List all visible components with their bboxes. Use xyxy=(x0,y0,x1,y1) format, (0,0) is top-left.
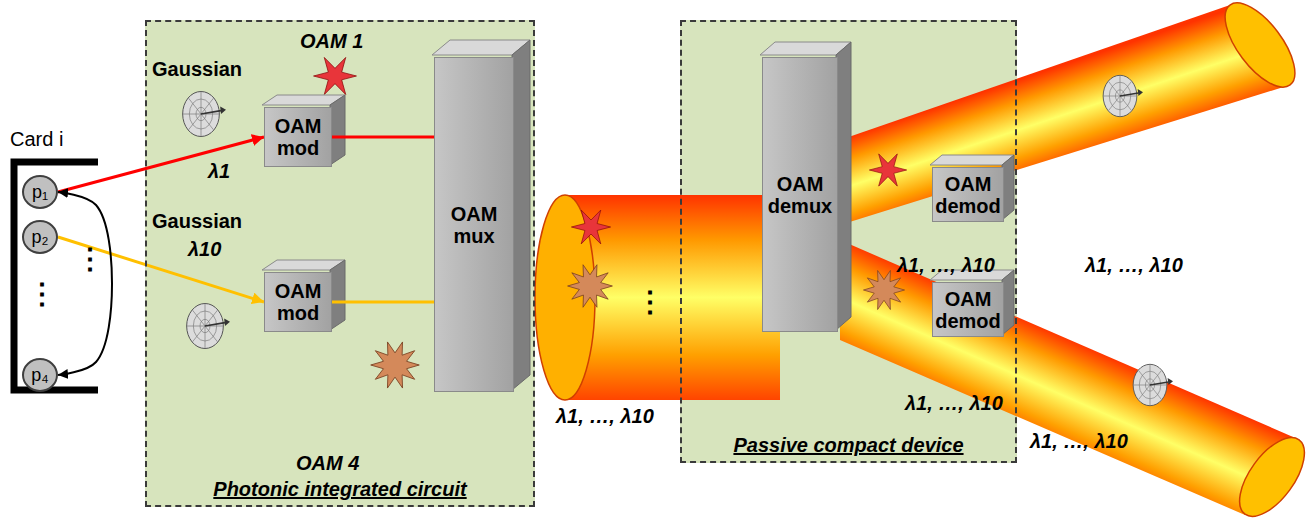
box-label: OAM mod xyxy=(265,280,331,324)
box-3d-face-part xyxy=(512,40,530,390)
loop-arrow xyxy=(58,192,112,375)
modulator-box: OAM mod xyxy=(264,272,332,332)
port-circle: p₂ xyxy=(22,220,58,254)
mode-label: OAM 1 xyxy=(300,30,363,53)
mode-icon-part xyxy=(1133,364,1173,405)
fiber-tube-part xyxy=(565,195,780,400)
ellipsis: ⋮ xyxy=(28,280,56,308)
ellipsis: ⋮ xyxy=(636,288,664,316)
region-heading: Card i xyxy=(10,128,63,151)
region-fill-part xyxy=(145,20,535,507)
mode-icon xyxy=(183,57,1173,405)
port-circle: p₄ xyxy=(22,358,58,392)
fiber-tube-part xyxy=(840,5,1290,225)
box-3d-face-part xyxy=(930,155,1014,165)
fiber-tube-part xyxy=(840,240,1300,515)
demodulator-box: OAM demod xyxy=(932,167,1004,222)
box-label: OAM demux xyxy=(763,173,837,217)
box-label: OAM demod xyxy=(933,173,1003,217)
mode-icon-part xyxy=(183,92,226,137)
mode-label: OAM 4 xyxy=(296,452,359,475)
card-bracket: Card ip₁p₂p₄ xyxy=(10,158,98,394)
beam-label: Gaussian xyxy=(152,210,242,233)
fiber-tube xyxy=(535,0,1313,521)
mode-icon-part xyxy=(1103,75,1143,116)
wavelength-label: λ1, …, λ10 xyxy=(556,405,654,428)
fiber-tube-part xyxy=(1227,427,1313,521)
mode-icon-part xyxy=(371,342,420,388)
wavelength-label: λ1 xyxy=(208,160,230,183)
region-heading: Passive compact device xyxy=(682,434,1015,457)
mode-icon-part xyxy=(568,265,613,308)
mode-icon-part xyxy=(571,210,610,244)
demux-box: OAM demux xyxy=(762,57,838,332)
wavelength-label: λ1, …, λ10 xyxy=(1085,254,1183,277)
port-circle: p₁ xyxy=(22,175,58,209)
mode-icon-part xyxy=(314,57,357,94)
box-label: OAM demod xyxy=(933,288,1003,332)
box-label: p₂ xyxy=(24,227,56,248)
mux-box: OAM mux xyxy=(434,57,514,392)
box-3d-face-part xyxy=(330,95,345,165)
signal-arrow xyxy=(58,237,264,302)
box-3d-face-part xyxy=(330,260,345,330)
waveguide-line xyxy=(332,301,434,304)
wavelength-label: λ10 xyxy=(188,238,221,261)
waveguide-line xyxy=(332,136,434,139)
ellipsis: ⋮ xyxy=(76,245,104,273)
beam-label: Gaussian xyxy=(152,58,242,81)
modulator-box: OAM mod xyxy=(264,107,332,167)
box-3d-face-part xyxy=(836,42,851,330)
box-label: p₄ xyxy=(24,365,56,386)
mode-icon-part xyxy=(863,270,904,309)
box-label: p₁ xyxy=(24,182,56,203)
chip-region: Photonic integrated circuitOAM modOAM mo… xyxy=(145,20,535,507)
wavelength-label: λ1, …, λ10 xyxy=(897,254,995,277)
box-label: OAM mod xyxy=(265,115,331,159)
wavelength-label: λ1, …, λ10 xyxy=(905,392,1003,415)
demodulator-box: OAM demod xyxy=(932,282,1004,337)
region-heading: Photonic integrated circuit xyxy=(147,478,533,501)
wavelength-label: λ1, …, λ10 xyxy=(1030,430,1128,453)
mode-icon-part xyxy=(187,304,230,349)
box-3d-face xyxy=(262,40,1014,390)
fiber-tube-part xyxy=(1212,0,1307,98)
card-outline-stroke xyxy=(14,162,98,390)
box-3d-face-part xyxy=(760,42,851,55)
box-label: OAM mux xyxy=(435,203,513,247)
mode-icon-part xyxy=(869,154,906,186)
